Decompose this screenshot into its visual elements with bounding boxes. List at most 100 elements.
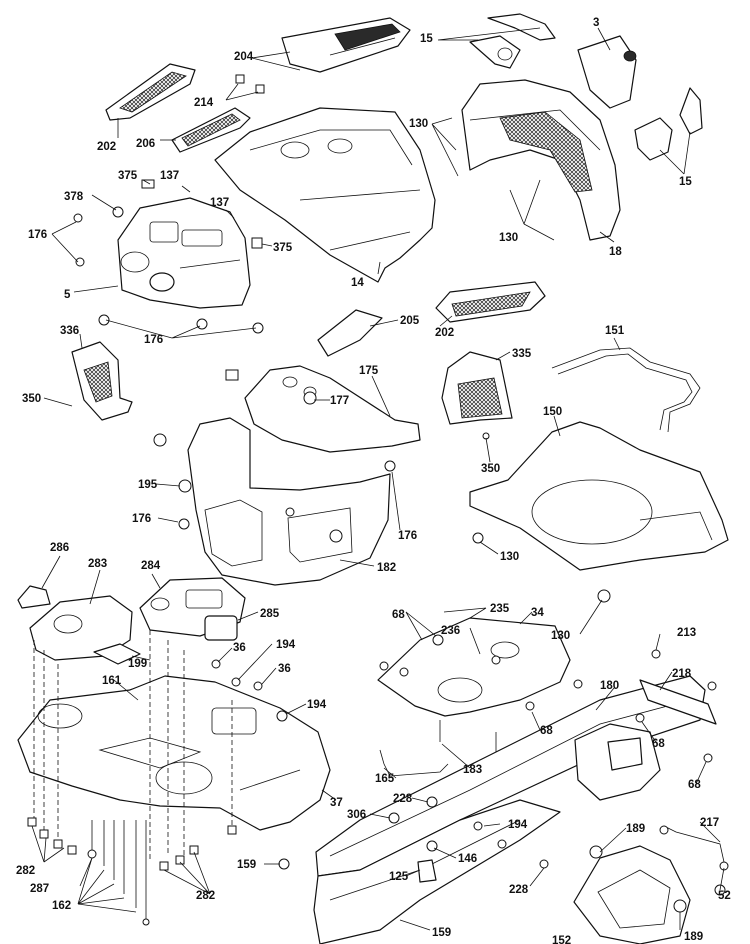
plate-175 (244, 365, 421, 453)
bushing-195 (178, 479, 192, 493)
callout: 350 (481, 463, 500, 475)
front-grille-18 (461, 79, 621, 241)
callout: 150 (543, 406, 562, 418)
callout: 130 (500, 551, 519, 563)
callout: 199 (128, 658, 147, 670)
callout: 195 (138, 479, 158, 491)
callout: 15 (420, 33, 433, 45)
fastener-176b (384, 460, 396, 472)
callout: 228 (509, 884, 529, 896)
bezel-285 (204, 615, 238, 641)
callout: 161 (102, 675, 122, 687)
callout: 218 (672, 668, 692, 680)
deck-plate-150 (469, 421, 729, 571)
callout: 159 (237, 859, 256, 871)
callout: 182 (377, 562, 396, 574)
hood-top-vent (281, 17, 411, 73)
headlight-assembly-15 (634, 87, 703, 161)
callout-labels: 204 15 3 214 202 206 130 375 137 378 137… (16, 17, 731, 944)
callout: 282 (196, 890, 215, 902)
screws-162 (87, 820, 150, 926)
callout: 176 (132, 513, 151, 525)
callout: 5 (64, 289, 71, 301)
callout: 284 (141, 560, 161, 572)
screws-176 (73, 206, 264, 334)
bolt-228b (539, 859, 549, 869)
dash-panel-5 (117, 197, 251, 309)
callout: 194 (276, 639, 296, 651)
callout: 336 (60, 325, 79, 337)
callout: 14 (351, 277, 364, 289)
callout: 175 (359, 365, 379, 377)
seat-pan-52 (573, 845, 691, 944)
callout: 202 (97, 141, 116, 153)
hood-shell-14 (214, 107, 436, 283)
callout: 176 (398, 530, 417, 542)
callout: 335 (512, 348, 532, 360)
callout: 68 (392, 609, 405, 621)
side-grille-205 (317, 309, 383, 357)
nut-176 (178, 518, 190, 530)
callout: 165 (375, 773, 395, 785)
callout: 375 (273, 242, 293, 254)
screw-130a (472, 532, 484, 544)
washer-194c (473, 821, 483, 831)
callout: 130 (409, 118, 428, 130)
callout: 162 (52, 900, 71, 912)
callout: 146 (458, 853, 477, 865)
screw-130b (597, 589, 611, 603)
rod-217 (663, 825, 725, 863)
callout: 236 (441, 625, 460, 637)
callout: 282 (16, 865, 35, 877)
callout: 36 (233, 642, 246, 654)
callout: 217 (700, 817, 719, 829)
clip-176 (225, 369, 239, 381)
pad-375 (141, 179, 263, 249)
callout: 285 (260, 608, 280, 620)
callout: 375 (118, 170, 138, 182)
callout: 68 (540, 725, 553, 737)
callout: 125 (389, 871, 409, 883)
callout: 137 (160, 170, 179, 182)
callout: 194 (508, 819, 528, 831)
callout: 189 (684, 931, 703, 943)
plate-199 (93, 643, 141, 665)
left-side-grille-top (105, 63, 196, 121)
bolt-159 (278, 858, 290, 870)
alignment-lines (33, 630, 233, 866)
callout: 228 (393, 793, 413, 805)
callout: 176 (144, 334, 163, 346)
callout: 152 (552, 935, 571, 944)
callout: 130 (499, 232, 518, 244)
callout: 235 (490, 603, 510, 615)
callout: 205 (400, 315, 420, 327)
callout: 137 (210, 197, 229, 209)
callout: 283 (88, 558, 107, 570)
side-panel-336 (71, 341, 133, 421)
grommet-177 (303, 391, 317, 405)
nut-217 (659, 825, 669, 835)
rod-165 (379, 749, 449, 777)
callout: 68 (688, 779, 701, 791)
nut-306 (388, 812, 400, 824)
callout: 3 (593, 17, 599, 29)
washer-194b (276, 710, 288, 722)
callout: 180 (600, 680, 619, 692)
callout: 159 (432, 927, 451, 939)
callout: 183 (463, 764, 482, 776)
callout: 151 (605, 325, 625, 337)
callout: 177 (330, 395, 349, 407)
clips-282 (27, 817, 237, 871)
washer-194d (497, 839, 507, 849)
callout: 189 (626, 823, 645, 835)
bolt-36b (253, 681, 263, 691)
bolt-189a (589, 845, 603, 859)
callout: 15 (679, 176, 692, 188)
callout: 34 (531, 607, 544, 619)
callout: 176 (28, 229, 47, 241)
callout: 52 (718, 890, 731, 902)
fender-cover-283 (29, 595, 133, 661)
leader-lines (31, 27, 725, 931)
callout: 68 (652, 738, 665, 750)
callout: 130 (551, 630, 570, 642)
